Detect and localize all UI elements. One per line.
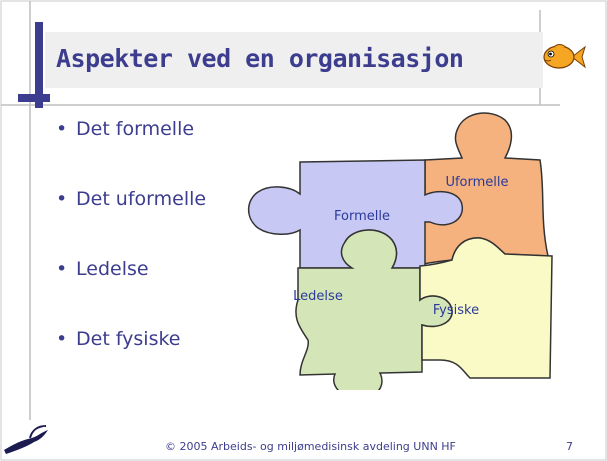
bullet-item: • Ledelse bbox=[56, 258, 149, 280]
puzzle-label-formelle: Formelle bbox=[334, 209, 390, 224]
title-band bbox=[45, 32, 543, 88]
bullet-item: • Det formelle bbox=[56, 118, 194, 140]
goldfish-icon bbox=[543, 44, 586, 69]
bullet-marker: • bbox=[56, 328, 68, 350]
puzzle-label-uformelle: Uformelle bbox=[445, 175, 508, 190]
bullet-marker: • bbox=[56, 118, 68, 140]
bullet-text: Det fysiske bbox=[76, 328, 181, 350]
puzzle-label-fysiske: Fysiske bbox=[433, 303, 479, 318]
bullet-text: Ledelse bbox=[76, 258, 149, 280]
puzzle-piece-fysiske bbox=[419, 237, 553, 379]
seabird-logo bbox=[4, 425, 48, 454]
puzzle-label-ledelse: Ledelse bbox=[293, 289, 343, 304]
bullet-marker: • bbox=[56, 258, 68, 280]
bullet-text: Det formelle bbox=[76, 118, 195, 140]
bullet-marker: • bbox=[56, 188, 68, 210]
footer-copyright: © 2005 Arbeids- og miljømedisinsk avdeli… bbox=[165, 440, 456, 453]
bullet-item: • Det fysiske bbox=[56, 328, 181, 350]
slide-title: Aspekter ved en organisasjon bbox=[56, 44, 464, 73]
bullet-text: Det uformelle bbox=[76, 188, 207, 210]
bullet-item: • Det uformelle bbox=[56, 188, 206, 210]
page-number: 7 bbox=[566, 440, 573, 453]
puzzle-diagram: Formelle Uformelle Ledelse Fysiske bbox=[247, 112, 553, 390]
